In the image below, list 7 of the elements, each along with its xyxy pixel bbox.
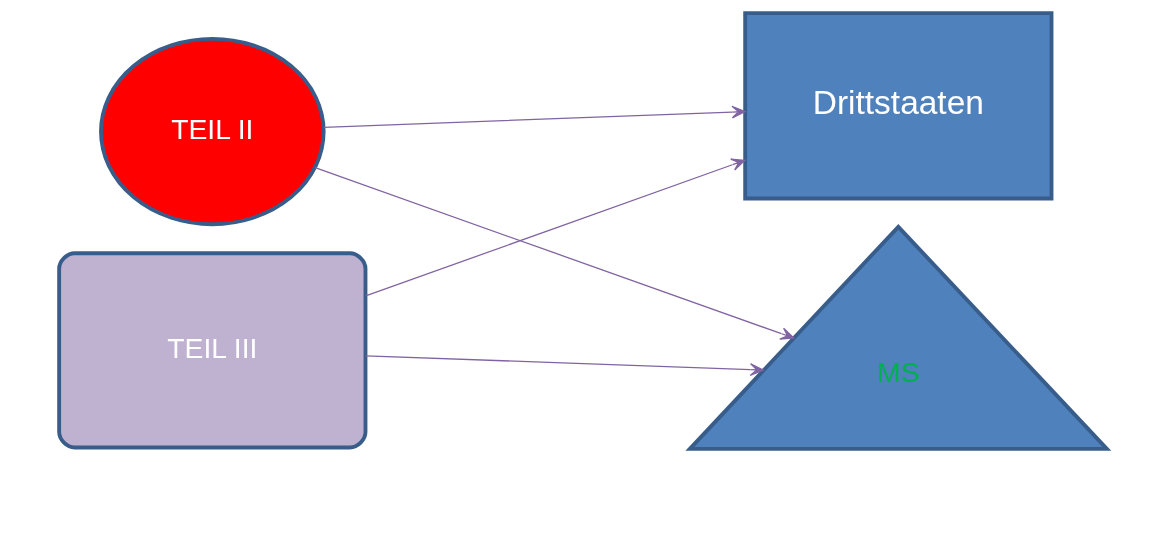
arrow	[364, 355, 764, 376]
node-box: Drittstaaten	[742, 11, 1053, 201]
arrow	[364, 158, 745, 297]
node-box: TEIL III	[56, 251, 367, 450]
arrow	[314, 167, 794, 340]
arrow	[322, 105, 746, 129]
node-ellipse: TEIL II	[98, 36, 326, 227]
